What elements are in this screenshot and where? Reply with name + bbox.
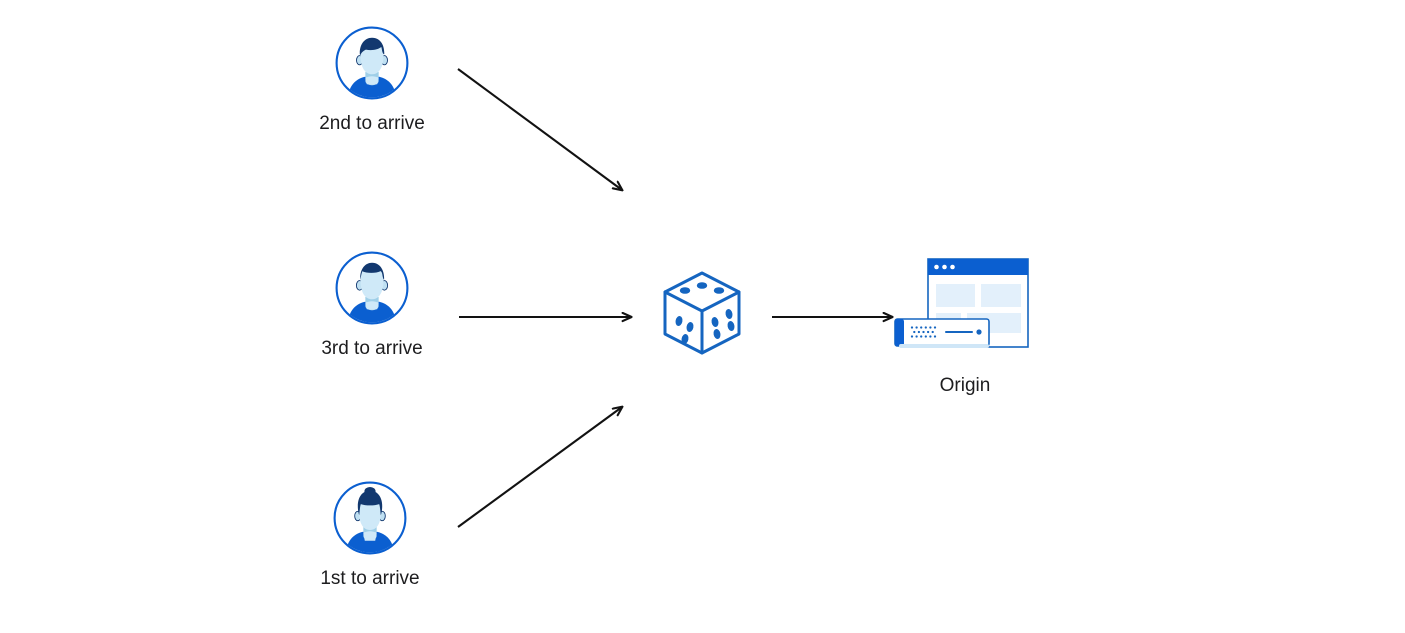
client-node-first[interactable]: 1st to arrive <box>290 481 450 591</box>
origin-label: Origin <box>939 375 991 396</box>
edge-first-to-dice <box>457 407 622 528</box>
client-label-third: 3rd to arrive <box>321 338 423 359</box>
client-node-second[interactable]: 2nd to arrive <box>292 26 452 136</box>
edge-second-to-dice <box>457 68 622 190</box>
randomizer-node-dice[interactable] <box>654 265 750 361</box>
client-node-third[interactable]: 3rd to arrive <box>292 251 452 361</box>
user-avatar-male-short-hair-icon <box>335 26 409 100</box>
dice-icon <box>663 271 741 355</box>
origin-server-browser-icon <box>890 256 1040 360</box>
client-label-second: 2nd to arrive <box>319 113 425 134</box>
user-avatar-female-bun-icon <box>333 481 407 555</box>
user-avatar-male-icon <box>335 251 409 325</box>
client-label-first: 1st to arrive <box>320 568 420 589</box>
origin-node[interactable]: Origin <box>890 256 1040 398</box>
